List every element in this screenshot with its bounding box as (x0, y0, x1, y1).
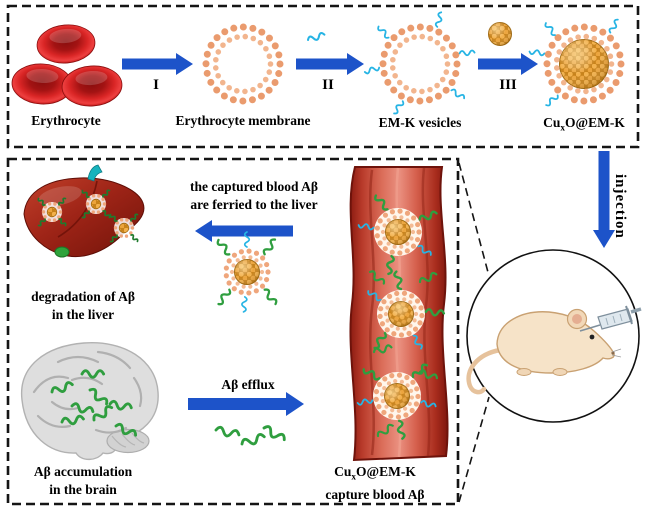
erythrocyte-membrane-vesicle (206, 27, 280, 101)
ferried-vesicle-illustration (215, 231, 279, 313)
step-i-label: I (153, 77, 159, 93)
capture-text-line1: CuxO@EM-K (294, 463, 456, 486)
cuxo-emk-vesicle-illustration (528, 17, 621, 108)
injection-label: injection (612, 173, 628, 239)
ferry-text: the captured blood Aβ are ferried to the… (156, 178, 352, 214)
mouse-illustration (466, 308, 622, 395)
capture-post: O@EM-K (356, 464, 416, 479)
capture-sub: x (351, 471, 357, 482)
efflux-arrow (188, 392, 304, 416)
top-panel-box (6, 4, 640, 149)
erythrocyte-membrane-label: Erythrocyte membrane (175, 113, 311, 128)
k-peptide-squiggle (306, 31, 327, 44)
syringe-icon (579, 305, 642, 332)
liver-duct (87, 164, 103, 182)
cuxo-emk-label: CuxO@EM-K (518, 114, 646, 137)
injection-arrow (593, 151, 615, 248)
gallbladder (54, 246, 70, 258)
liver-illustration (23, 164, 145, 258)
brain-illustration (20, 342, 159, 461)
capture-text: CuxO@EM-K capture blood Aβ (294, 463, 456, 504)
arrow-step-iii (478, 53, 538, 75)
arrow-step-i (122, 53, 193, 75)
degradation-text-line1: degradation of Aβ (31, 289, 135, 304)
efflux-label: Aβ efflux (221, 377, 275, 392)
arrow-step-ii (296, 53, 364, 75)
cuxo-emk-label-sub: x (560, 122, 566, 133)
erythrocyte-illustration (11, 24, 123, 107)
brain-gyri (32, 350, 143, 434)
capture-text-line2: capture blood Aβ (325, 486, 425, 502)
cuxo-emk-label-pre: Cu (543, 115, 561, 130)
ferry-text-line1: the captured blood Aβ (189, 179, 318, 194)
capture-pre: Cu (334, 464, 352, 479)
emk-vesicle-illustration (363, 10, 476, 116)
ferry-text-line2: are ferried to the liver (190, 197, 318, 212)
step-ii-label: II (322, 77, 334, 93)
callout-line-top (458, 162, 490, 277)
accumulation-text-line1: Aβ accumulation (33, 464, 133, 479)
degradation-text-line2: in the liver (51, 307, 115, 322)
bottom-panel-box (6, 157, 460, 506)
emk-vesicles-label: EM-K vesicles (378, 115, 462, 130)
mouse-eye (589, 334, 595, 340)
blood-vessel-illustration (347, 166, 453, 462)
abeta-efflux-squiggles (213, 423, 288, 449)
cuxo-emk-label-post: O@EM-K (565, 115, 625, 130)
mouse-tail (466, 347, 503, 395)
accumulation-text-line2: in the brain (49, 482, 117, 497)
callout-line-bottom (458, 396, 490, 503)
erythrocyte-label: Erythrocyte (31, 113, 101, 128)
ferry-arrow (195, 220, 293, 242)
step-iii-label: III (499, 77, 517, 93)
accumulation-text: Aβ accumulation in the brain (8, 463, 158, 499)
degradation-text: degradation of Aβ in the liver (8, 288, 158, 324)
gold-nanoparticle-icon (488, 22, 512, 46)
